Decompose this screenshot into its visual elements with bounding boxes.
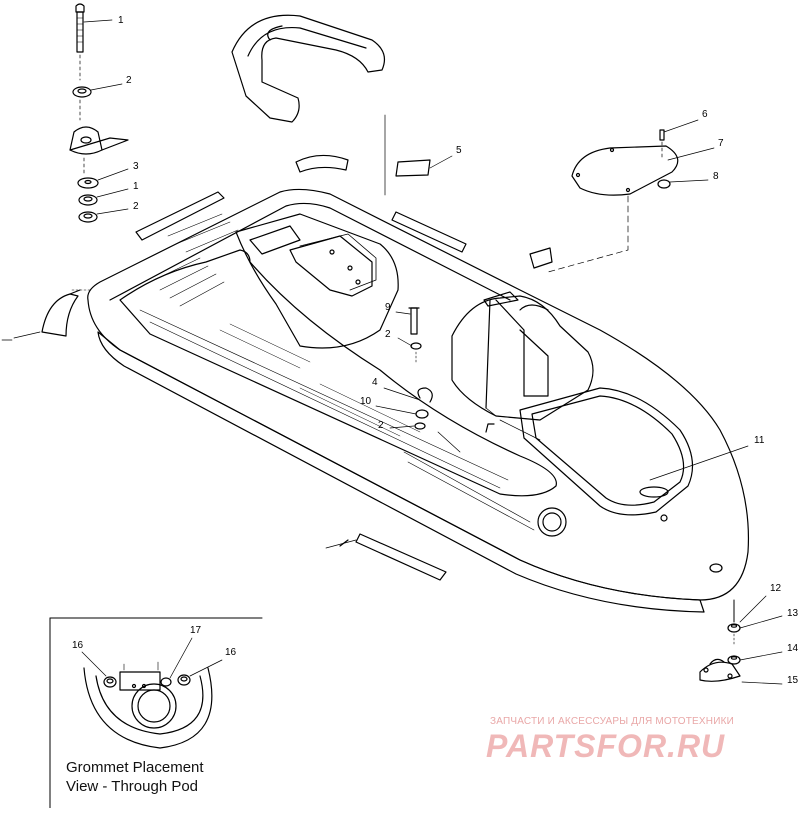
inset-caption-line1: Grommet Placement [66, 759, 204, 776]
callout-c2b: 2 [133, 201, 139, 212]
seat-pad [295, 154, 349, 173]
callout-c16b: 16 [225, 647, 237, 658]
inset-box [49, 617, 263, 809]
mount-bracket-icon [69, 126, 129, 155]
callout-c13: 13 [787, 608, 799, 619]
callout-c17: 17 [190, 625, 202, 636]
access-cover [571, 145, 679, 196]
side-rail-right [391, 211, 467, 253]
grommet-icon [657, 179, 709, 189]
screw-icon [659, 119, 699, 141]
callout-c1b: 1 [133, 181, 139, 192]
callout-c1: 1 [118, 15, 124, 26]
bumper-piece [1, 289, 91, 341]
nut-icon [72, 83, 123, 98]
callout-c7: 7 [718, 138, 724, 149]
watermark-logo: PARTSFOR.RU [486, 728, 726, 764]
hull-body [87, 188, 750, 613]
lower-hardware-stack [699, 595, 783, 685]
callout-c5: 5 [456, 145, 462, 156]
callout-c6: 6 [702, 109, 708, 120]
callout-c2c: 2 [385, 329, 391, 340]
inset-caption: Grommet Placement View - Through Pod [66, 758, 266, 796]
assembly-line [547, 195, 629, 273]
nut-icon [78, 208, 129, 223]
decal-label [395, 159, 431, 177]
callout-c11: 11 [754, 435, 765, 446]
fastener-stack [375, 307, 461, 453]
callout-c8: 8 [713, 171, 719, 182]
washer-icon [77, 168, 129, 189]
callout-c2a: 2 [126, 75, 132, 86]
watermark-tagline: ЗАПЧАСТИ И АКСЕССУАРЫ ДЛЯ МОТОТЕХНИКИ [490, 716, 735, 727]
handle-bar [231, 14, 385, 123]
callout-c16a: 16 [72, 640, 84, 651]
callout-c3: 3 [133, 161, 139, 172]
small-screw-icon [485, 423, 495, 433]
callout-c10: 10 [360, 396, 372, 407]
lock-washer-icon [78, 188, 129, 206]
callout-c12: 12 [770, 583, 782, 594]
callout-c15: 15 [787, 675, 799, 686]
stud-bolt-icon [75, 3, 113, 53]
inset-caption-line2: View - Through Pod [66, 778, 199, 795]
clip-icon [529, 247, 553, 269]
callout-c14: 14 [787, 643, 799, 654]
side-rail-left [135, 191, 225, 241]
callout-c2d: 2 [378, 420, 384, 431]
callout-c4: 4 [372, 377, 378, 388]
bottom-rail [325, 533, 447, 581]
callout-c9: 9 [385, 302, 391, 313]
